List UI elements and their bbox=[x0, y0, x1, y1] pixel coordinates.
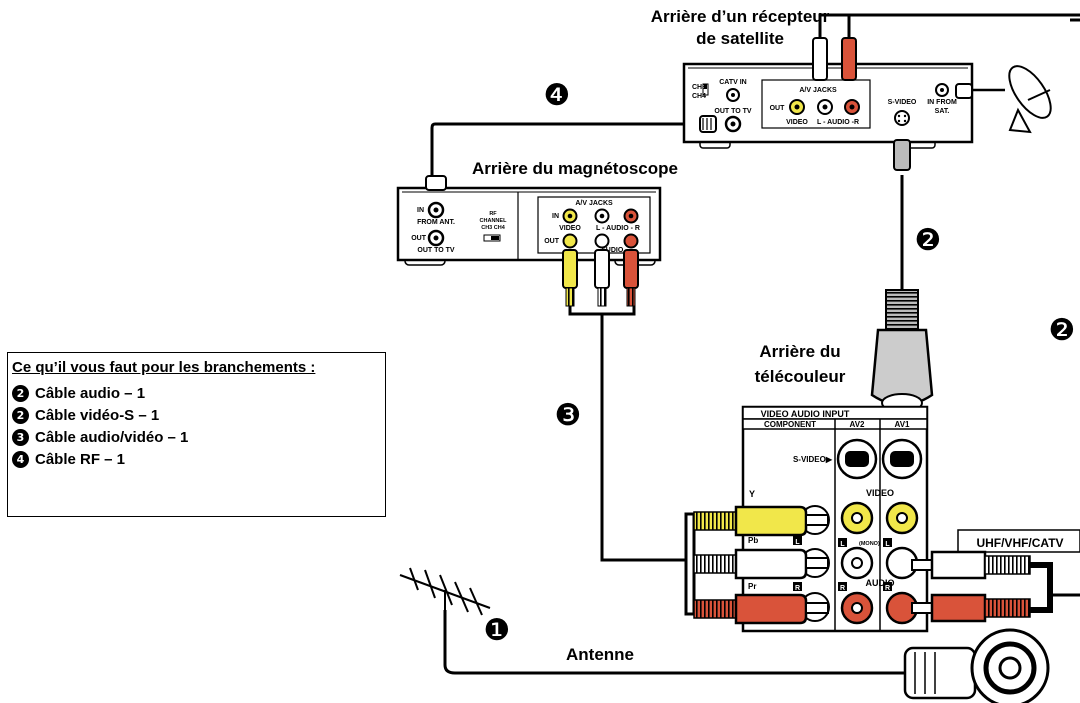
svideo-plug bbox=[870, 289, 934, 413]
svg-text:CH3 CH4: CH3 CH4 bbox=[481, 225, 505, 231]
step-badge-2-right: ❷ bbox=[1049, 313, 1076, 348]
svg-text:OUT: OUT bbox=[544, 238, 560, 245]
legend-box: Ce qu’il vous faut pour les branchements… bbox=[7, 352, 386, 517]
svg-text:VIDEO: VIDEO bbox=[559, 225, 581, 232]
step-badge-1: ❶ bbox=[484, 613, 511, 648]
step-badge-4: ❹ bbox=[544, 78, 571, 113]
svg-text:R: R bbox=[840, 585, 845, 592]
svg-text:A/V JACKS: A/V JACKS bbox=[575, 200, 613, 207]
svg-text:Pb: Pb bbox=[748, 536, 758, 545]
svg-text:OUT TO TV: OUT TO TV bbox=[714, 108, 752, 115]
svg-text:L - AUDIO -R: L - AUDIO -R bbox=[817, 119, 859, 126]
tv-label-line2: télécouleur bbox=[755, 367, 846, 386]
svg-text:IN: IN bbox=[417, 207, 424, 214]
svg-text:VIDEO: VIDEO bbox=[786, 119, 808, 126]
svg-text:Y: Y bbox=[749, 489, 755, 499]
svg-text:OUT TO TV: OUT TO TV bbox=[417, 247, 455, 254]
rf-cable-sat-to-vcr bbox=[430, 122, 697, 180]
svg-text:S-VIDEO: S-VIDEO bbox=[888, 99, 917, 106]
svg-text:AUDIO: AUDIO bbox=[601, 247, 624, 254]
step-badge-3: ❸ bbox=[555, 398, 582, 433]
legend-item-text: Câble RF – 1 bbox=[35, 451, 126, 468]
satellite-receiver: CH3 CH4 CATV IN OUT TO TV A/V JACKS OUT … bbox=[682, 37, 974, 171]
svg-text:COMPONENT: COMPONENT bbox=[764, 420, 816, 429]
svg-text:FROM ANT.: FROM ANT. bbox=[417, 219, 455, 226]
legend-item: 2 Câble vidéo-S – 1 bbox=[12, 407, 381, 424]
step-badge-2: ❷ bbox=[915, 223, 942, 258]
svg-text:L: L bbox=[885, 541, 890, 548]
tv-label-line1: Arrière du bbox=[759, 342, 840, 361]
svg-text:VIDEO: VIDEO bbox=[866, 488, 894, 498]
number-badge-icon: 3 bbox=[12, 429, 29, 446]
svg-text:(MONO): (MONO) bbox=[859, 541, 880, 547]
svg-text:CH3: CH3 bbox=[692, 84, 706, 91]
svg-text:L: L bbox=[795, 539, 800, 546]
svg-text:OUT: OUT bbox=[770, 105, 786, 112]
svg-text:OUT: OUT bbox=[411, 235, 427, 242]
svg-text:IN: IN bbox=[552, 213, 559, 220]
satellite-label-line2: de satellite bbox=[696, 29, 784, 48]
legend-item-text: Câble audio/vidéo – 1 bbox=[35, 429, 189, 446]
legend-item: 3 Câble audio/vidéo – 1 bbox=[12, 429, 381, 446]
vcr-device: IN FROM ANT. OUT OUT TO TV RF CHANNEL CH… bbox=[396, 175, 662, 307]
audio-plugs-right: UHF/VHF/CATV bbox=[911, 529, 1080, 623]
svg-text:SAT.: SAT. bbox=[935, 108, 950, 115]
antenna-cable bbox=[443, 610, 905, 675]
legend-item-text: Câble vidéo-S – 1 bbox=[35, 407, 160, 424]
svg-text:A/V JACKS: A/V JACKS bbox=[799, 87, 837, 94]
svg-text:AV1: AV1 bbox=[895, 420, 911, 429]
legend-item: 4 Câble RF – 1 bbox=[12, 451, 381, 468]
component-plugs bbox=[684, 505, 829, 625]
svg-text:VIDEO AUDIO INPUT: VIDEO AUDIO INPUT bbox=[761, 409, 850, 419]
cable-lines bbox=[430, 13, 1080, 675]
svg-text:CH4: CH4 bbox=[692, 93, 706, 100]
antenna-connector bbox=[903, 628, 1050, 703]
number-badge-icon: 4 bbox=[12, 451, 29, 468]
svg-text:IN FROM: IN FROM bbox=[927, 99, 957, 106]
svg-text:UHF/VHF/CATV: UHF/VHF/CATV bbox=[976, 536, 1063, 550]
svg-text:S-VIDEO▶: S-VIDEO▶ bbox=[793, 455, 833, 464]
satellite-label-line1: Arrière d’un récepteur bbox=[651, 7, 830, 26]
svg-text:CATV IN: CATV IN bbox=[719, 79, 746, 86]
svg-text:L: L bbox=[840, 541, 845, 548]
number-badge-icon: 2 bbox=[12, 407, 29, 424]
av-cable-to-tv bbox=[600, 314, 690, 562]
antenna-icon bbox=[399, 567, 491, 616]
svg-text:R: R bbox=[885, 585, 890, 592]
svg-text:R: R bbox=[795, 585, 800, 592]
svg-text:Pr: Pr bbox=[748, 582, 756, 591]
vcr-label: Arrière du magnétoscope bbox=[472, 159, 678, 178]
antenna-label: Antenne bbox=[566, 645, 634, 664]
legend-item-text: Câble audio – 1 bbox=[35, 385, 146, 402]
legend-item: 2 Câble audio – 1 bbox=[12, 385, 381, 402]
number-badge-icon: 2 bbox=[12, 385, 29, 402]
svg-text:RF: RF bbox=[489, 211, 497, 217]
audio-cable-top bbox=[818, 13, 1080, 40]
legend-title: Ce qu’il vous faut pour les branchements… bbox=[12, 359, 316, 376]
svg-text:L - AUDIO - R: L - AUDIO - R bbox=[596, 225, 640, 232]
svg-text:AV2: AV2 bbox=[850, 420, 866, 429]
satellite-dish-icon bbox=[1008, 65, 1052, 134]
svg-text:AUDIO: AUDIO bbox=[866, 578, 895, 588]
svg-text:CHANNEL: CHANNEL bbox=[480, 218, 508, 224]
